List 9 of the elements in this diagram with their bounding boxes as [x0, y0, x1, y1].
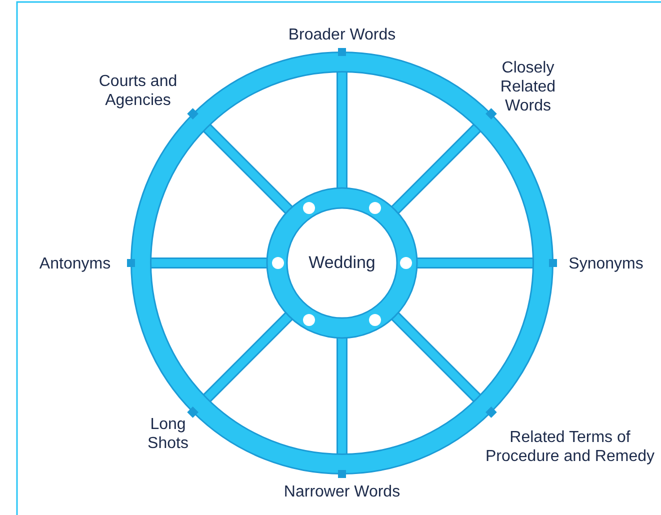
- hub-label: Wedding: [292, 251, 392, 275]
- category-label: Closely Related Words: [499, 58, 557, 116]
- category-label: Courts and Agencies: [98, 72, 178, 110]
- category-label: Narrower Words: [282, 482, 402, 502]
- category-label: Long Shots: [146, 415, 190, 453]
- category-label: Related Terms of Procedure and Remedy: [485, 428, 655, 466]
- category-label: Antonyms: [38, 254, 112, 274]
- category-label: Broader Words: [287, 26, 397, 44]
- category-label: Synonyms: [568, 254, 644, 274]
